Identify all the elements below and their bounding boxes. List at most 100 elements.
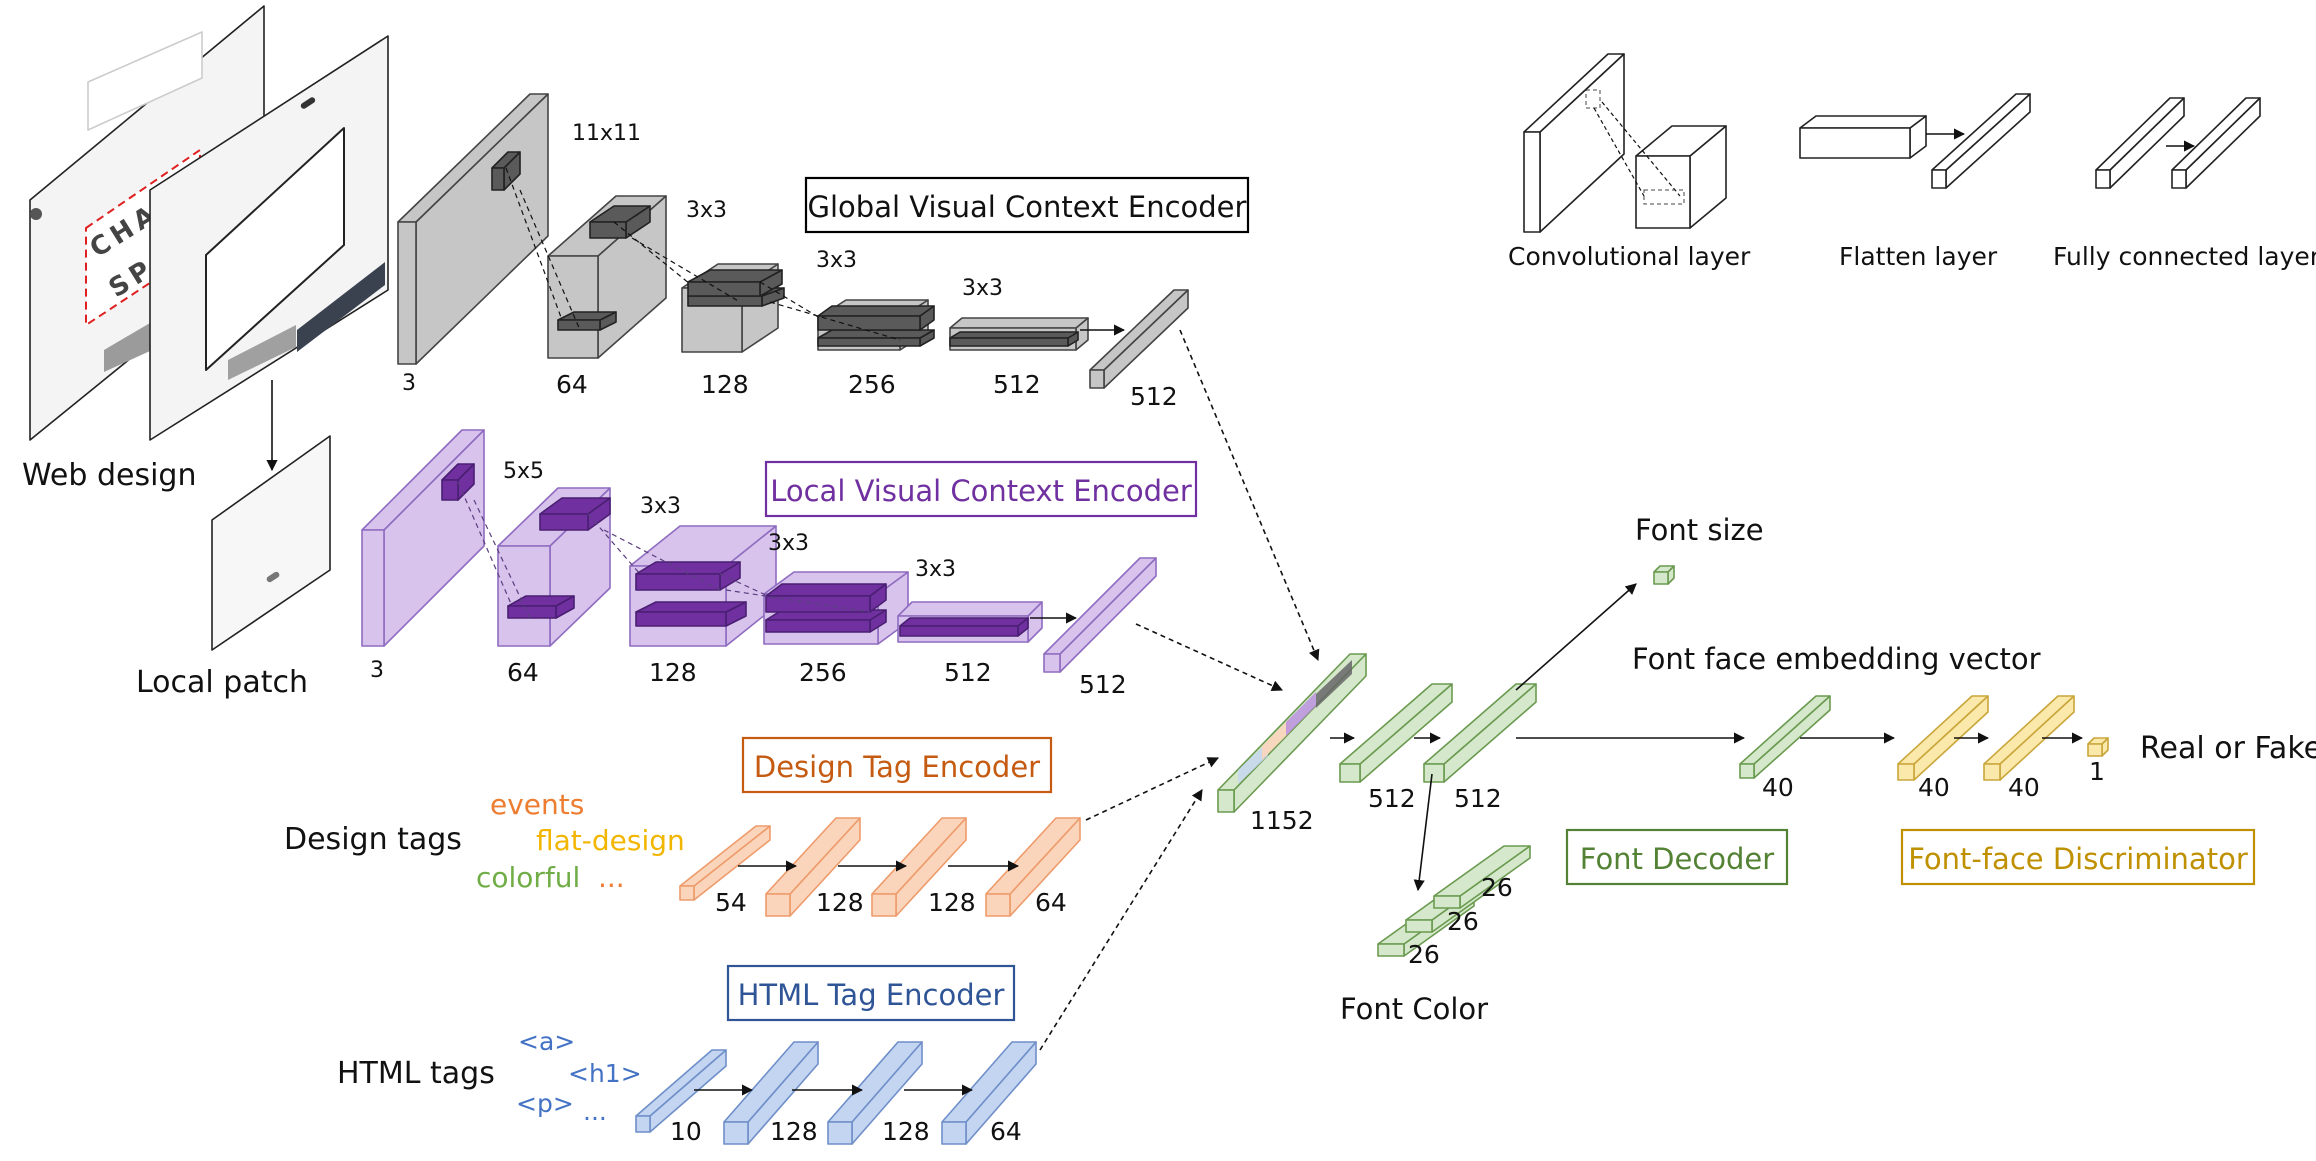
decoder-fc-512a-front	[1339, 763, 1361, 783]
global-flat-512-side	[1103, 289, 1189, 389]
legend-fc-output-side	[2185, 97, 2261, 189]
local-kernel-2a-front	[507, 605, 557, 619]
design-fc-64-front	[985, 893, 1011, 917]
global-conv-input-front	[397, 221, 417, 365]
web-dark-band	[297, 262, 385, 352]
concat-segment-html	[1238, 742, 1268, 784]
arrow-html-to-concat	[1039, 789, 1203, 1051]
html-tag-encoder-title: HTML Tag Encoder	[726, 964, 1016, 1022]
web-photo-strip-front	[228, 325, 296, 380]
global-dim-256: 256	[848, 370, 896, 399]
global-kernel-11x11: 11x11	[572, 121, 641, 146]
global-encoder-title: Global Visual Context Encoder	[804, 176, 1250, 234]
global-conv-512-top	[949, 317, 1089, 329]
html-dim-64: 64	[990, 1117, 1022, 1146]
local-kernel-3b-front	[635, 573, 721, 591]
discr-output-front	[2087, 743, 2103, 757]
design-tag-colorful: colorful	[476, 861, 580, 894]
global-dash-3b	[769, 301, 901, 341]
arrow-to-font-color	[1413, 773, 1433, 892]
font-color-label: Font Color	[1340, 992, 1488, 1026]
legend-flatten-output-front	[1931, 169, 1947, 189]
global-dash-1b	[519, 189, 581, 331]
global-kernel-5a-front	[949, 337, 1069, 347]
decoder-fc-512b-side	[1443, 683, 1537, 783]
local-flat-512-top	[1043, 557, 1157, 655]
legend-flatten-output-top	[1931, 93, 2031, 171]
design-tag-encoder-title: Design Tag Encoder	[741, 736, 1053, 794]
concat-dim-1152: 1152	[1250, 806, 1314, 835]
local-kernel-2b-front	[539, 513, 589, 531]
real-or-fake-label: Real or Fake	[2140, 731, 2316, 766]
local-kernel-3a-front	[635, 611, 727, 627]
font-face-vector-top	[1739, 695, 1831, 765]
global-conv-64-front	[547, 255, 599, 359]
font-color-g-front	[1405, 919, 1433, 933]
local-dash-1b	[473, 499, 531, 619]
font-face-vector-label: Font face embedding vector	[1632, 642, 2041, 676]
global-dash-3a	[759, 281, 821, 319]
legend-conv-dash-b	[1601, 101, 1681, 197]
local-dim-64: 64	[507, 658, 539, 687]
color-dim-26-a: 26	[1481, 873, 1513, 902]
global-dim-3: 3	[402, 371, 416, 396]
global-kernel-4a-top	[817, 329, 935, 339]
web-page-back-header	[87, 31, 203, 131]
local-kernel-4a-front	[765, 619, 871, 633]
local-dim-128: 128	[649, 658, 697, 687]
legend-fc-input-front	[2095, 169, 2111, 189]
local-patch-image	[211, 435, 331, 651]
global-kernel-3x3-a: 3x3	[686, 198, 727, 223]
global-dim-64: 64	[556, 370, 588, 399]
font-decoder-border	[1565, 828, 1789, 886]
html-dim-10: 10	[670, 1117, 702, 1146]
discr-dim-1: 1	[2089, 757, 2105, 786]
font-face-vector-side	[1753, 695, 1831, 779]
design-dim-54: 54	[715, 888, 747, 917]
design-tag-more: ...	[598, 861, 625, 894]
local-conv-64-front	[497, 545, 551, 647]
discr-dim-40-a: 40	[1918, 773, 1950, 802]
local-dim-512: 512	[944, 658, 992, 687]
web-logo-dot	[30, 208, 42, 220]
legend-flatten-label: Flatten layer	[1839, 242, 1998, 271]
local-conv-input-front	[361, 529, 385, 647]
discriminator-title: Font-face Discriminator	[1900, 828, 2256, 886]
color-dim-26-c: 26	[1408, 940, 1440, 969]
global-kernel-3x3-b: 3x3	[816, 248, 857, 273]
html-dim-128-b: 128	[882, 1117, 930, 1146]
vector-dim-40: 40	[1762, 773, 1794, 802]
html-tag-p: <p>	[516, 1089, 574, 1118]
global-kernel-1-front	[491, 167, 505, 191]
font-decoder-label: Font Decoder	[1580, 842, 1774, 876]
local-kernel-3x3-b: 3x3	[768, 531, 809, 556]
legend-fc-output-front	[2171, 169, 2187, 189]
legend-conv-kernel-out	[1643, 189, 1685, 205]
local-dim-256: 256	[799, 658, 847, 687]
concat-vector-front	[1217, 789, 1235, 813]
discr-fc-40b-front	[1983, 763, 2001, 781]
legend-flatten-output-side	[1945, 93, 2031, 189]
html-tag-encoder-border	[726, 964, 1016, 1022]
color-dim-26-b: 26	[1447, 907, 1479, 936]
local-flat-512-side	[1059, 557, 1157, 673]
discriminator-border	[1900, 828, 2256, 886]
design-dim-128-a: 128	[816, 888, 864, 917]
design-dim-128-b: 128	[928, 888, 976, 917]
global-flat-512-front	[1089, 369, 1105, 389]
local-dim-3: 3	[370, 658, 384, 683]
design-tag-events: events	[490, 788, 584, 821]
arrow-to-font-size	[1515, 583, 1637, 691]
discr-dim-40-b: 40	[2008, 773, 2040, 802]
local-dash-2b	[603, 529, 721, 591]
design-dim-64: 64	[1035, 888, 1067, 917]
local-dash-1a	[457, 481, 513, 607]
diagram-shapes: CHANGINGSPAC	[29, 5, 2261, 1145]
font-color-r-front	[1377, 943, 1405, 957]
global-dim-512: 512	[993, 370, 1041, 399]
global-dash-2a	[613, 221, 691, 285]
legend-flatten-input-front	[1799, 127, 1911, 159]
local-kernel-3x3-c: 3x3	[915, 557, 956, 582]
concat-segment-local	[1286, 692, 1316, 736]
